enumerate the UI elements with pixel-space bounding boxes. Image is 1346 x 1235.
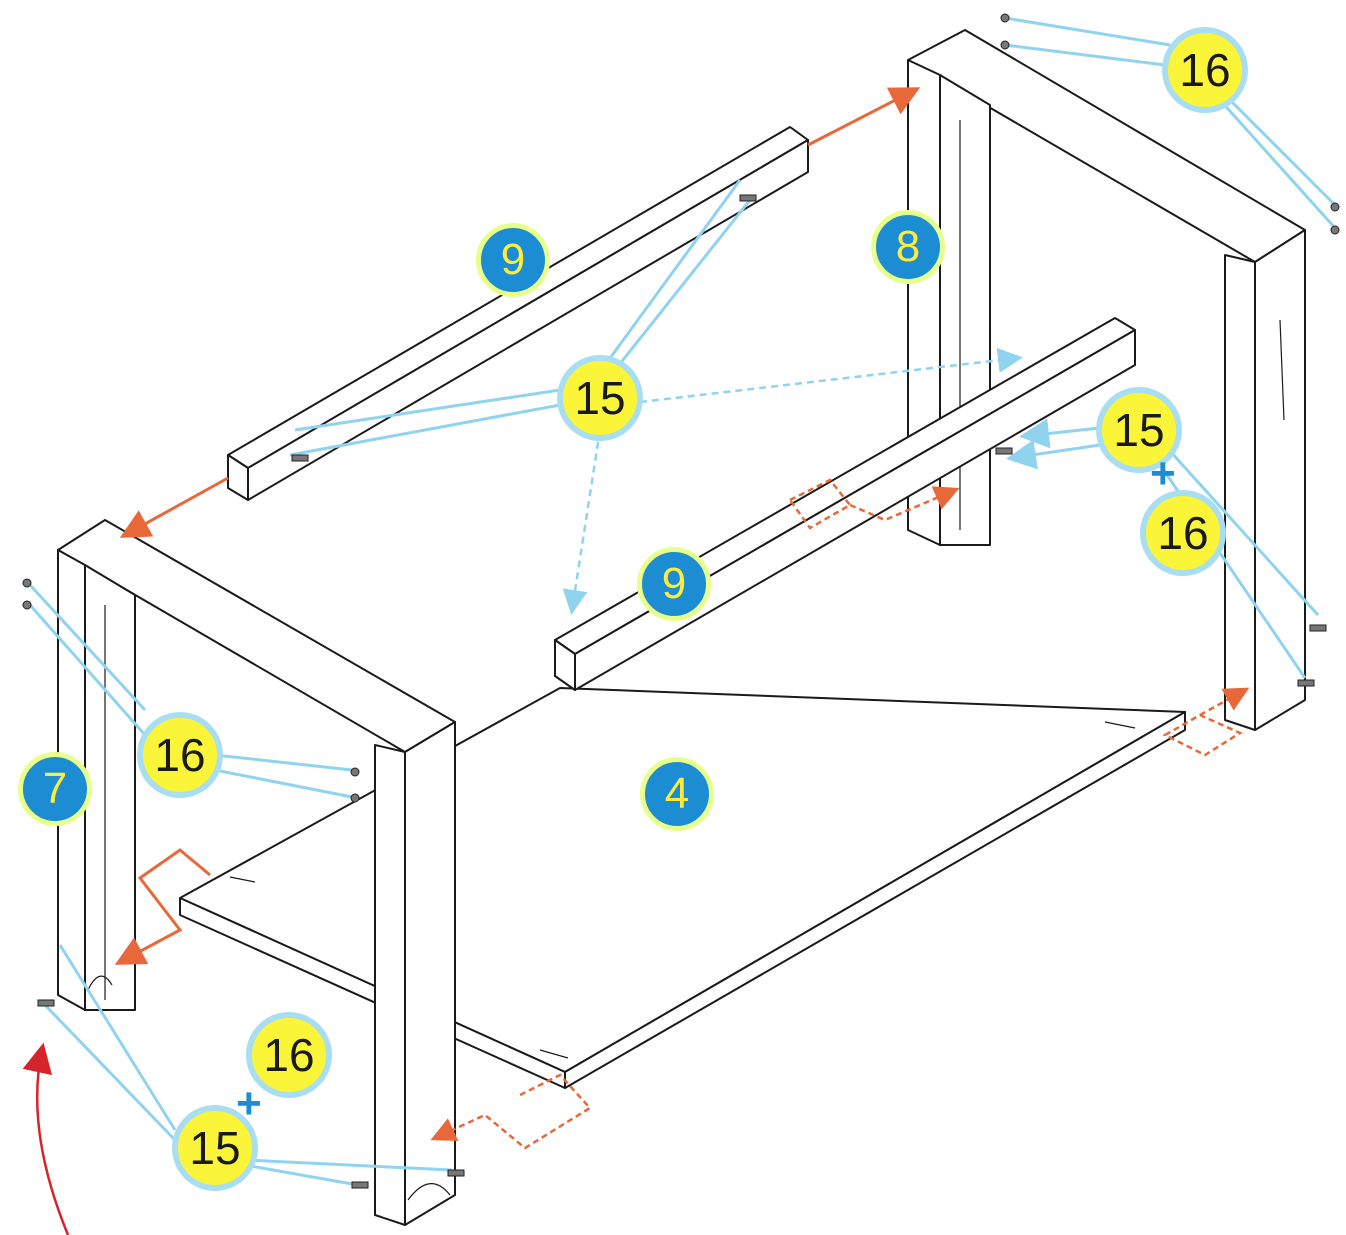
part-4-badge: 4 xyxy=(640,757,714,831)
leader-lines xyxy=(28,16,1337,1187)
hardware-16-left-badge: 16 xyxy=(137,712,223,798)
front-rail xyxy=(554,317,1136,691)
part-9-top-badge: 9 xyxy=(476,223,550,297)
hardware xyxy=(22,13,1340,1189)
front-frame xyxy=(57,519,456,1226)
part-7-badge: 7 xyxy=(18,752,92,826)
top-rail xyxy=(227,126,809,501)
movement-arrows xyxy=(114,87,1250,1150)
hardware-15-center-badge: 15 xyxy=(557,355,643,441)
hardware-16-top-right-badge: 16 xyxy=(1162,27,1248,113)
rotate-arrow xyxy=(22,1042,70,1235)
base-panel xyxy=(179,687,1186,1089)
plus-sign-right: + xyxy=(1150,449,1176,498)
part-9-front-badge: 9 xyxy=(637,547,711,621)
hardware-16-right-badge: 16 xyxy=(1140,490,1226,576)
hardware-15-bottom-badge: 15 xyxy=(172,1105,258,1191)
hardware-16-bottom-badge: 16 xyxy=(246,1012,332,1098)
hardware-15-right-badge: 15 xyxy=(1096,387,1182,473)
part-8-badge: 8 xyxy=(871,210,945,284)
